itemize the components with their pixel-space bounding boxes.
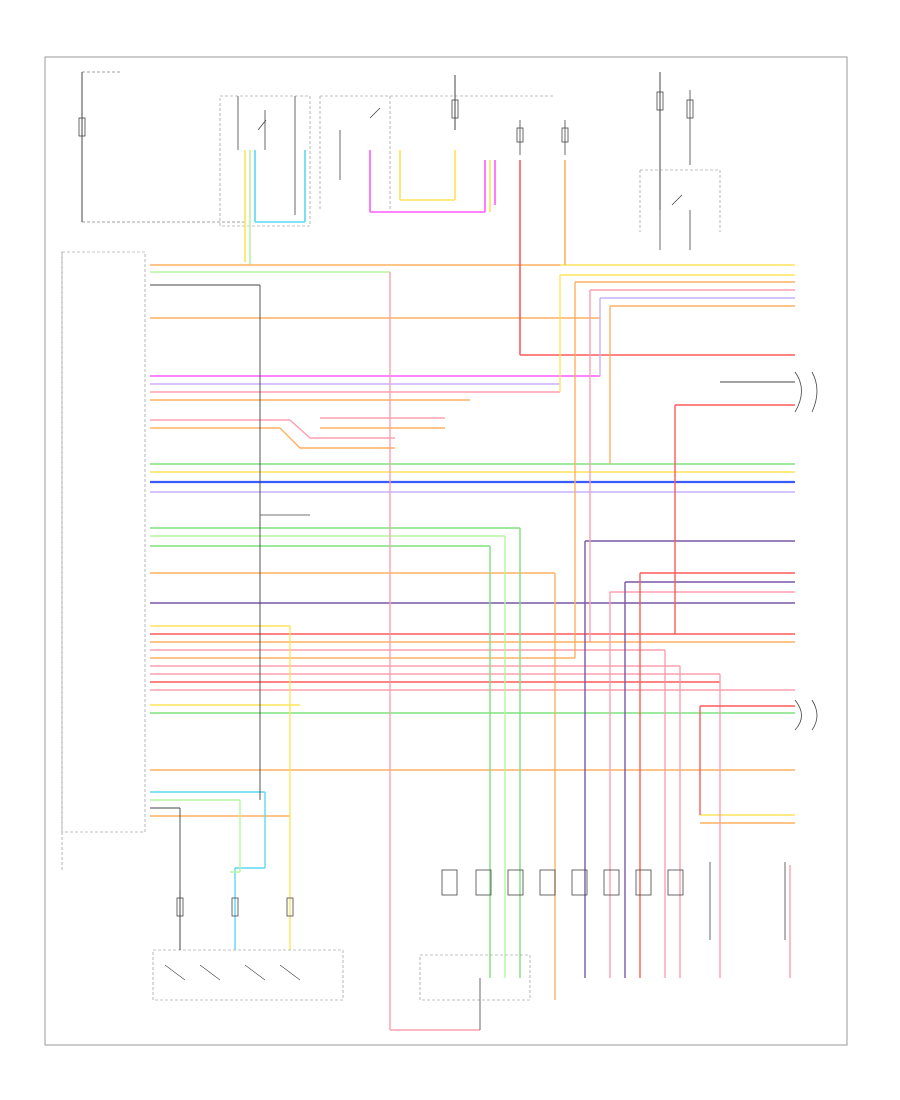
top-fuses — [516, 120, 569, 155]
transmission-sensors — [152, 890, 344, 1001]
pcm-power-relay — [219, 95, 311, 265]
diagram-border — [44, 56, 848, 1046]
vertical-wires — [179, 160, 795, 1030]
horizontal-wires — [150, 264, 795, 824]
top-left-fuse-circuit — [78, 71, 245, 223]
fuel-injectors — [441, 862, 786, 940]
right-sensors — [794, 371, 818, 731]
center-top-relays — [319, 75, 555, 213]
ground-box — [390, 954, 531, 1031]
pcm-module — [61, 251, 146, 870]
top-right-circuit — [639, 72, 721, 250]
